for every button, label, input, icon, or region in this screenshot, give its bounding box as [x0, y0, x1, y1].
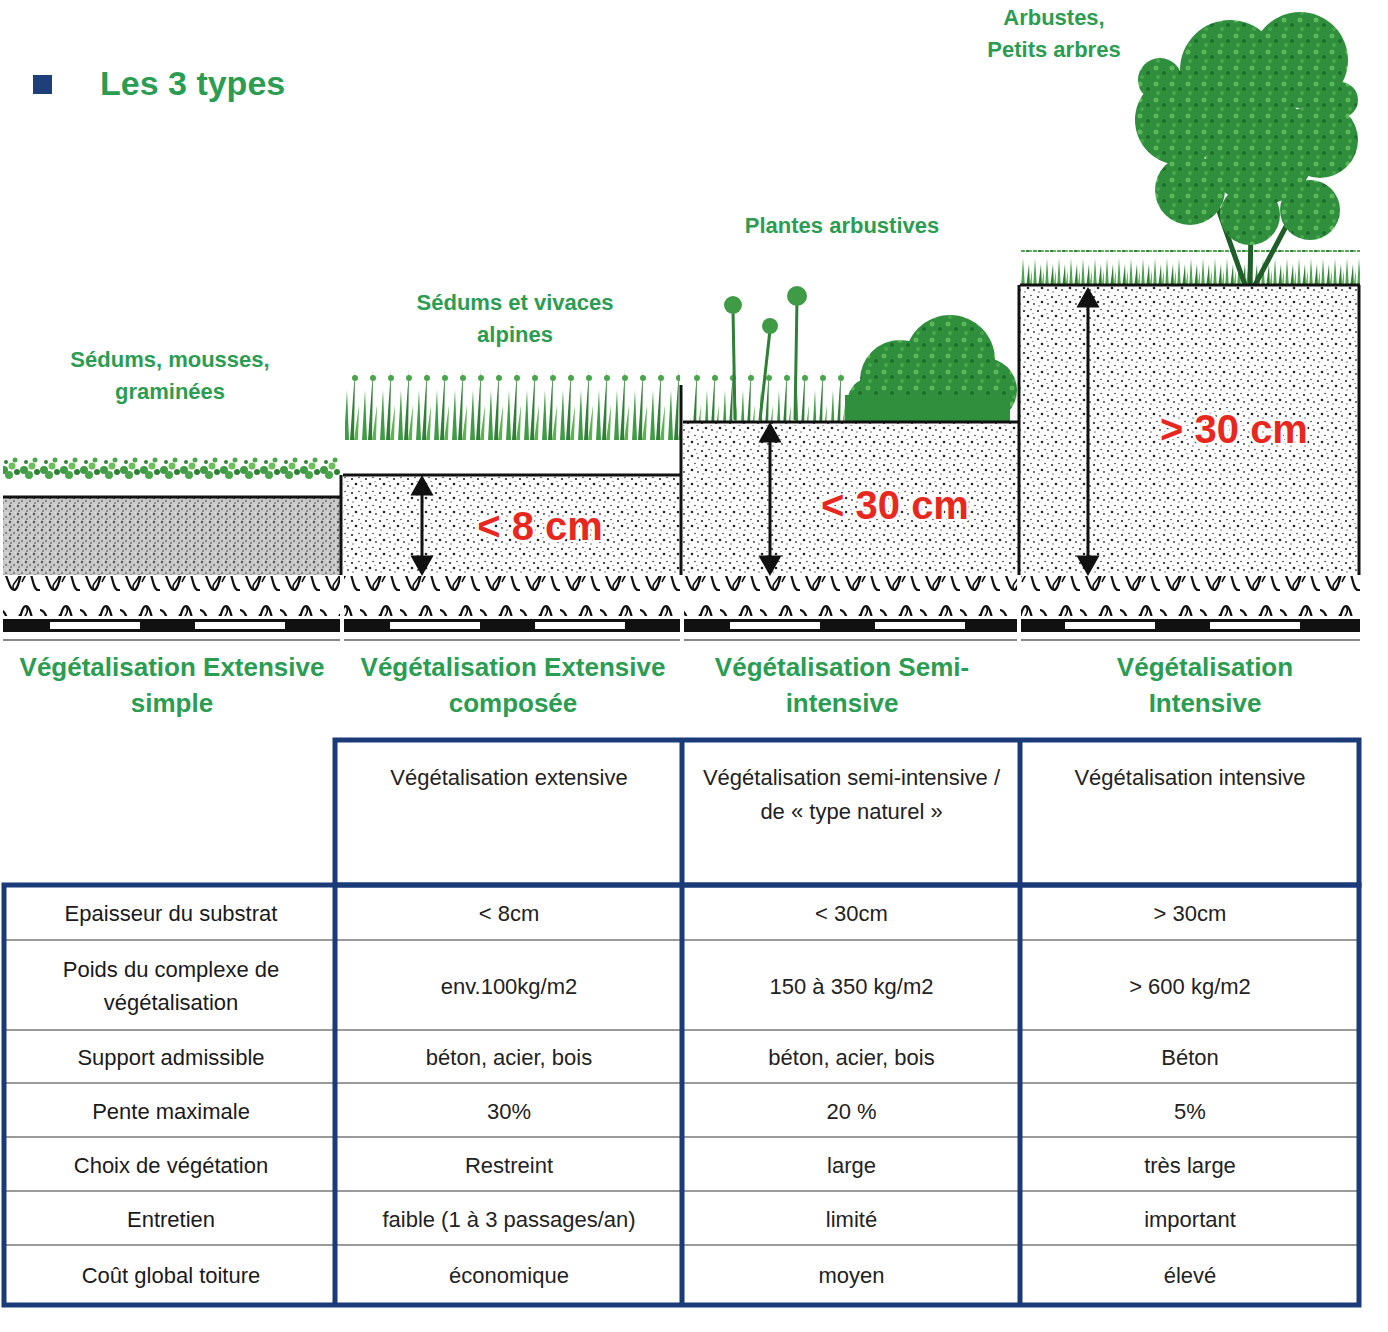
- table-cell: important: [1023, 1194, 1357, 1244]
- table-cell: limité: [685, 1194, 1018, 1244]
- table-cell: économique: [338, 1248, 680, 1303]
- table-cell: 20 %: [685, 1086, 1018, 1136]
- table-cell: > 600 kg/m2: [1023, 943, 1357, 1029]
- table-cell: 150 à 350 kg/m2: [685, 943, 1018, 1029]
- row-header: Choix de végétation: [7, 1140, 335, 1190]
- plant-label: Arbustes, Petits arbres: [972, 0, 1136, 68]
- table-cell: large: [685, 1140, 1018, 1190]
- table-cell: faible (1 à 3 passages/an): [338, 1194, 680, 1244]
- type-label: Végétalisation Semi-intensive: [700, 645, 984, 725]
- row-header: Pente maximale: [7, 1086, 335, 1136]
- table-cell: béton, acier, bois: [685, 1033, 1018, 1082]
- table-cell: > 30cm: [1023, 888, 1357, 939]
- type-label: Végétalisation Intensive: [1072, 645, 1338, 725]
- table-header: Végétalisation intensive: [1023, 743, 1357, 883]
- table-cell: très large: [1023, 1140, 1357, 1190]
- dimension-label: > 30 cm: [1128, 402, 1340, 456]
- table-cell: env.100kg/m2: [338, 943, 680, 1029]
- table-cell: < 8cm: [338, 888, 680, 939]
- table-cell: Restreint: [338, 1140, 680, 1190]
- type-label: Végétalisation Extensive composée: [346, 645, 680, 725]
- row-header: Poids du complexe de végétalisation: [7, 943, 335, 1029]
- plant-label: Plantes arbustives: [712, 208, 972, 244]
- plant-label: Sédums et vivaces alpines: [400, 283, 630, 355]
- table-cell: moyen: [685, 1248, 1018, 1303]
- dimension-label: < 30 cm: [790, 478, 1000, 532]
- table-header: Végétalisation semi-intensive / de « typ…: [685, 743, 1018, 883]
- row-header: Entretien: [7, 1194, 335, 1244]
- row-header: Epaisseur du substrat: [7, 888, 335, 939]
- dimension-label: < 8 cm: [445, 500, 635, 552]
- row-header: Support admissible: [7, 1033, 335, 1082]
- table-cell: béton, acier, bois: [338, 1033, 680, 1082]
- plant-label: Sédums, mousses, graminées: [50, 340, 290, 412]
- diagram-title: Les 3 types: [100, 60, 500, 106]
- table-cell: 30%: [338, 1086, 680, 1136]
- table-cell: élevé: [1023, 1248, 1357, 1303]
- table-cell: 5%: [1023, 1086, 1357, 1136]
- table-cell: Béton: [1023, 1033, 1357, 1082]
- type-label: Végétalisation Extensive simple: [18, 645, 326, 725]
- table-cell: < 30cm: [685, 888, 1018, 939]
- row-header: Coût global toiture: [7, 1248, 335, 1303]
- table-header: Végétalisation extensive: [338, 743, 680, 883]
